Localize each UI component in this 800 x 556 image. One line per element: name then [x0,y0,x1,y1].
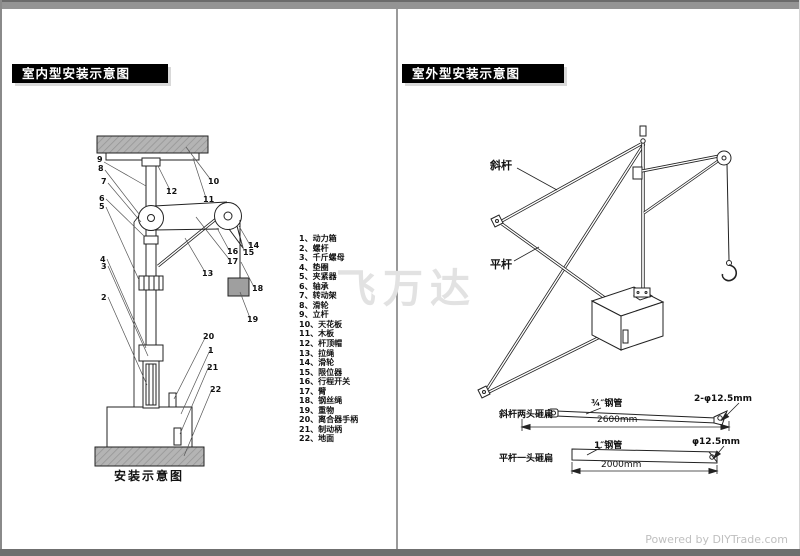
parts-list-item: 21、制动柄 [299,424,343,434]
parts-list-item: 20、离合器手柄 [299,415,359,425]
parts-list-item: 1、动力箱 [299,234,337,243]
parts-list-item: 15、限位器 [299,367,343,377]
parts-list-item: 9、立杆 [299,310,329,320]
callout-number: 20 [203,332,215,341]
callout-number: 10 [208,177,220,186]
outdoor-diagram [477,125,740,475]
callout-number: 17 [227,257,239,266]
parts-list-item: 4、垫圈 [299,262,329,272]
callout-number: 16 [227,247,239,256]
callout-number: 5 [99,202,105,211]
outdoor-panel-title: 室外型安装示意图 [402,64,564,83]
callout-number: 8 [98,164,104,173]
parts-list-item: 22、地面 [299,434,335,444]
callout-number: 12 [166,187,178,196]
spec2-pipe-size: 1″钢管 [594,441,623,451]
indoor-caption: 安装示意图 [114,469,185,483]
parts-list-item: 17、臂 [299,386,327,396]
parts-list-item: 3、千斤螺母 [299,253,345,263]
callout-number: 9 [97,155,103,164]
parts-list-item: 11、木板 [299,329,335,339]
callout-number: 13 [202,269,214,278]
spec2-name: 平杆一头砸扁 [499,454,554,464]
panel-divider [396,9,398,549]
diagonal-rod-label: 斜杆 [490,159,512,172]
spec1-length-dimension: 2600mm [597,415,638,425]
parts-list-item: 6、轴承 [299,281,329,291]
callout-number: 3 [101,262,107,271]
horizontal-rod-label: 平杆 [490,258,512,271]
callout-number: 18 [252,284,264,293]
callout-number: 6 [99,194,105,203]
parts-list-item: 12、杆顶帽 [299,339,343,349]
indoor-diagram [94,135,255,467]
spec1-name: 斜杆两头砸扁 [499,410,554,420]
callout-number: 4 [100,255,106,264]
spec1-pipe-size: ¾″钢管 [591,399,623,409]
parts-list-item: 5、夹紧器 [299,272,337,282]
parts-list-item: 19、重物 [299,405,335,415]
parts-list-item: 10、天花板 [299,319,343,329]
callout-number: 15 [243,248,255,257]
indoor-panel-title: 室内型安装示意图 [12,64,168,83]
top-border-band [0,0,800,9]
left-border [0,0,2,556]
callout-number: 14 [248,241,260,250]
callout-number: 7 [101,177,107,186]
watermark: 飞万达 [336,266,477,312]
spec2-length-dimension: 2000mm [601,460,642,470]
parts-list-item: 2、螺杆 [299,243,329,253]
parts-list-item: 13、拉绳 [299,348,335,358]
parts-list-item: 14、滑轮 [299,358,335,368]
callout-number: 1 [208,346,214,355]
spec1-hole-size: 2-φ12.5mm [694,394,752,404]
callout-number: 19 [247,315,259,324]
callout-number: 11 [203,195,215,204]
callout-number: 2 [101,293,107,302]
spec2-hole-size: φ12.5mm [692,437,741,447]
parts-list-item: 16、行程开关 [299,377,351,387]
bottom-border-band [0,549,800,556]
parts-list-item: 8、滑轮 [299,300,329,310]
callout-number: 22 [210,385,222,394]
callout-number: 21 [207,363,219,372]
parts-list-item: 18、钢丝绳 [299,396,343,406]
parts-list-item: 7、转动架 [299,291,337,301]
footer-credit: Powered by DIYTrade.com [645,533,788,546]
